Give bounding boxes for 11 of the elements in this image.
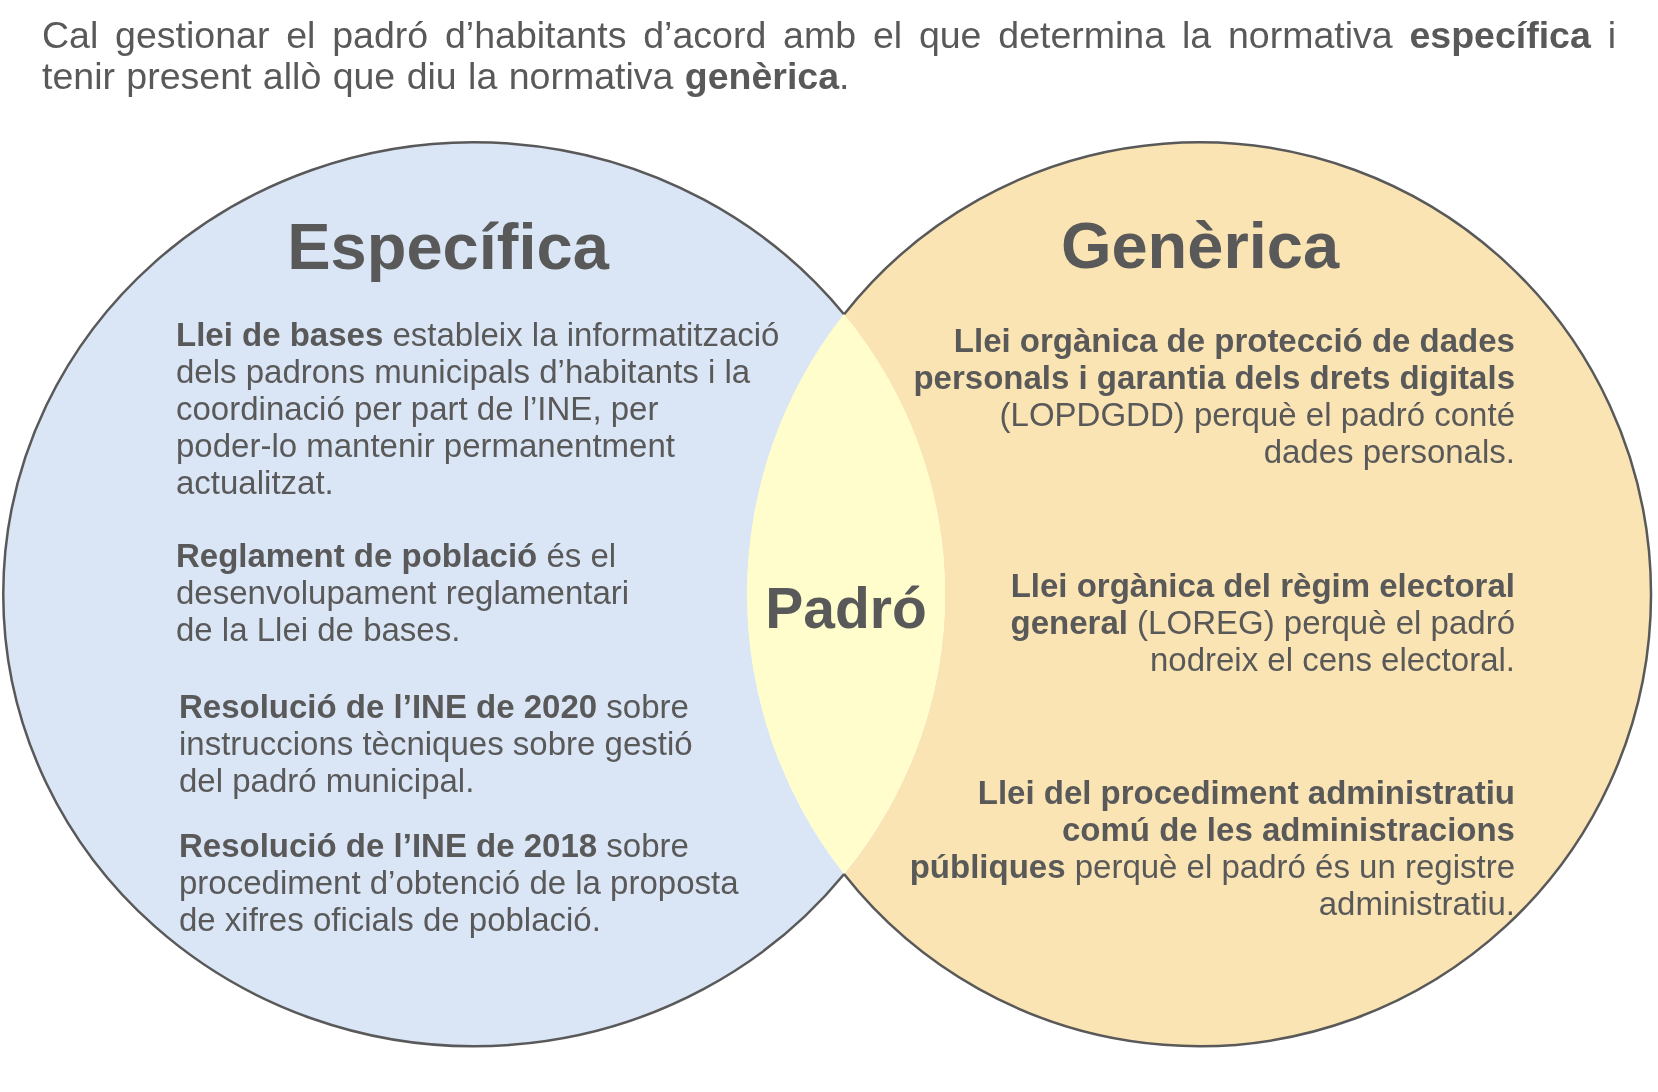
circle-heading: Genèrica: [1060, 209, 1340, 284]
law-description: Resolució de l’INE de 2018 sobre procediment d’obtenció de la proposta de xifres oficials de població.: [179, 827, 740, 938]
law-description: Llei orgànica del règim electoral general (LOREG) perquè el padró nodreix el cens electoral.: [1009, 567, 1515, 678]
intro-paragraph: Cal gestionar el padró d’habitants d’acord amb el que determina la normativa específica i tenir present allò que diu la normativa genèrica.: [42, 15, 1616, 97]
law-description: Llei orgànica de protecció de dades personals i garantia dels drets digitals (LOPDGDD) perquè el padró conté dades personals.: [912, 322, 1515, 470]
law-description: Reglament de població és el desenvolupament reglamentari de la Llei de bases.: [176, 537, 631, 648]
law-description: Resolució de l’INE de 2020 sobre instruccions tècniques sobre gestió del padró municipal.: [179, 688, 694, 799]
law-description: Llei del procediment administratiu comú de les administracions públiques perquè el padró és un registre administratiu.: [908, 774, 1515, 922]
law-description: Llei de bases estableix la informatització dels padrons municipals d’habitants i la coordinació per part de l’INE, per poder-lo mantenir permanentment actualitzat.: [176, 316, 781, 501]
circle-heading: Específica: [287, 210, 609, 285]
overlap-label: Padró: [765, 576, 927, 642]
